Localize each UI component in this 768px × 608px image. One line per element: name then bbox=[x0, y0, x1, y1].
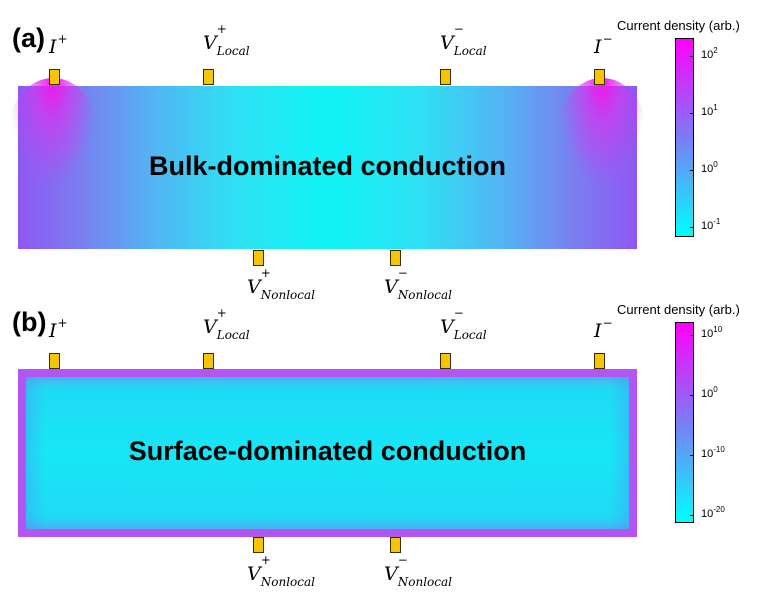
contact-v-local-minus bbox=[440, 69, 451, 85]
contact-i-minus bbox=[594, 69, 605, 85]
label-v-nonlocal-minus: V−Nonlocal bbox=[384, 266, 452, 302]
colorbar-a-tickmark bbox=[690, 227, 694, 228]
label-v-local-plus: V+Local bbox=[203, 306, 250, 342]
label-i-plus: I+ bbox=[49, 316, 68, 342]
colorbar-a-tick: 102 bbox=[701, 46, 718, 61]
colorbar-a-tickmark bbox=[690, 170, 694, 171]
label-i-minus: I− bbox=[594, 316, 613, 342]
contact-v-nonlocal-plus bbox=[253, 537, 264, 553]
colorbar-b-tick: 1010 bbox=[701, 325, 723, 340]
colorbar-b-tickmark bbox=[690, 515, 694, 516]
colorbar-a-tick: 101 bbox=[701, 103, 718, 118]
colorbar-b-tickmark bbox=[690, 395, 694, 396]
label-v-local-minus: V−Local bbox=[440, 306, 487, 342]
colorbar-b-tickmark bbox=[690, 455, 694, 456]
sample-surface-interior bbox=[26, 377, 629, 529]
contact-i-plus bbox=[49, 69, 60, 85]
colorbar-a-tickmark bbox=[690, 56, 694, 57]
colorbar-b bbox=[675, 322, 694, 523]
colorbar-b-title: Current density (arb.) bbox=[617, 302, 740, 317]
colorbar-a-title: Current density (arb.) bbox=[617, 18, 740, 33]
sample-bulk: Bulk-dominated conduction bbox=[8, 78, 647, 249]
colorbar-b-tick: 10-20 bbox=[701, 505, 725, 520]
sample-surface-title: Surface-dominated conduction bbox=[128, 436, 527, 466]
hotspot-i-minus bbox=[557, 78, 647, 188]
contact-i-minus bbox=[594, 353, 605, 369]
sample-surface: Surface-dominated conduction bbox=[18, 369, 637, 537]
contact-v-nonlocal-minus bbox=[390, 250, 401, 266]
label-v-local-minus: V−Local bbox=[440, 22, 487, 58]
label-v-nonlocal-plus: V+Nonlocal bbox=[247, 266, 315, 302]
colorbar-a-tick: 10-1 bbox=[701, 217, 721, 232]
colorbar-b-tickmark bbox=[690, 335, 694, 336]
label-i-minus: I− bbox=[594, 32, 613, 58]
sample-bulk-title: Bulk-dominated conduction bbox=[149, 151, 506, 181]
colorbar-b-tick: 100 bbox=[701, 385, 718, 400]
contact-v-local-minus bbox=[440, 353, 451, 369]
contact-v-nonlocal-minus bbox=[390, 537, 401, 553]
panel-a-label: (a) bbox=[12, 23, 45, 53]
colorbar-a-tick: 100 bbox=[701, 160, 718, 175]
label-i-plus: I+ bbox=[49, 32, 68, 58]
contact-v-local-plus bbox=[203, 353, 214, 369]
label-v-local-plus: V+Local bbox=[203, 22, 250, 58]
colorbar-b-tick: 10-10 bbox=[701, 445, 725, 460]
contact-v-local-plus bbox=[203, 69, 214, 85]
hotspot-i-plus bbox=[8, 78, 98, 188]
colorbar-a-tickmark bbox=[690, 113, 694, 114]
label-v-nonlocal-plus: V+Nonlocal bbox=[247, 553, 315, 589]
contact-i-plus bbox=[49, 353, 60, 369]
panel-b-label: (b) bbox=[12, 307, 47, 337]
label-v-nonlocal-minus: V−Nonlocal bbox=[384, 553, 452, 589]
colorbar-a bbox=[675, 38, 694, 237]
contact-v-nonlocal-plus bbox=[253, 250, 264, 266]
